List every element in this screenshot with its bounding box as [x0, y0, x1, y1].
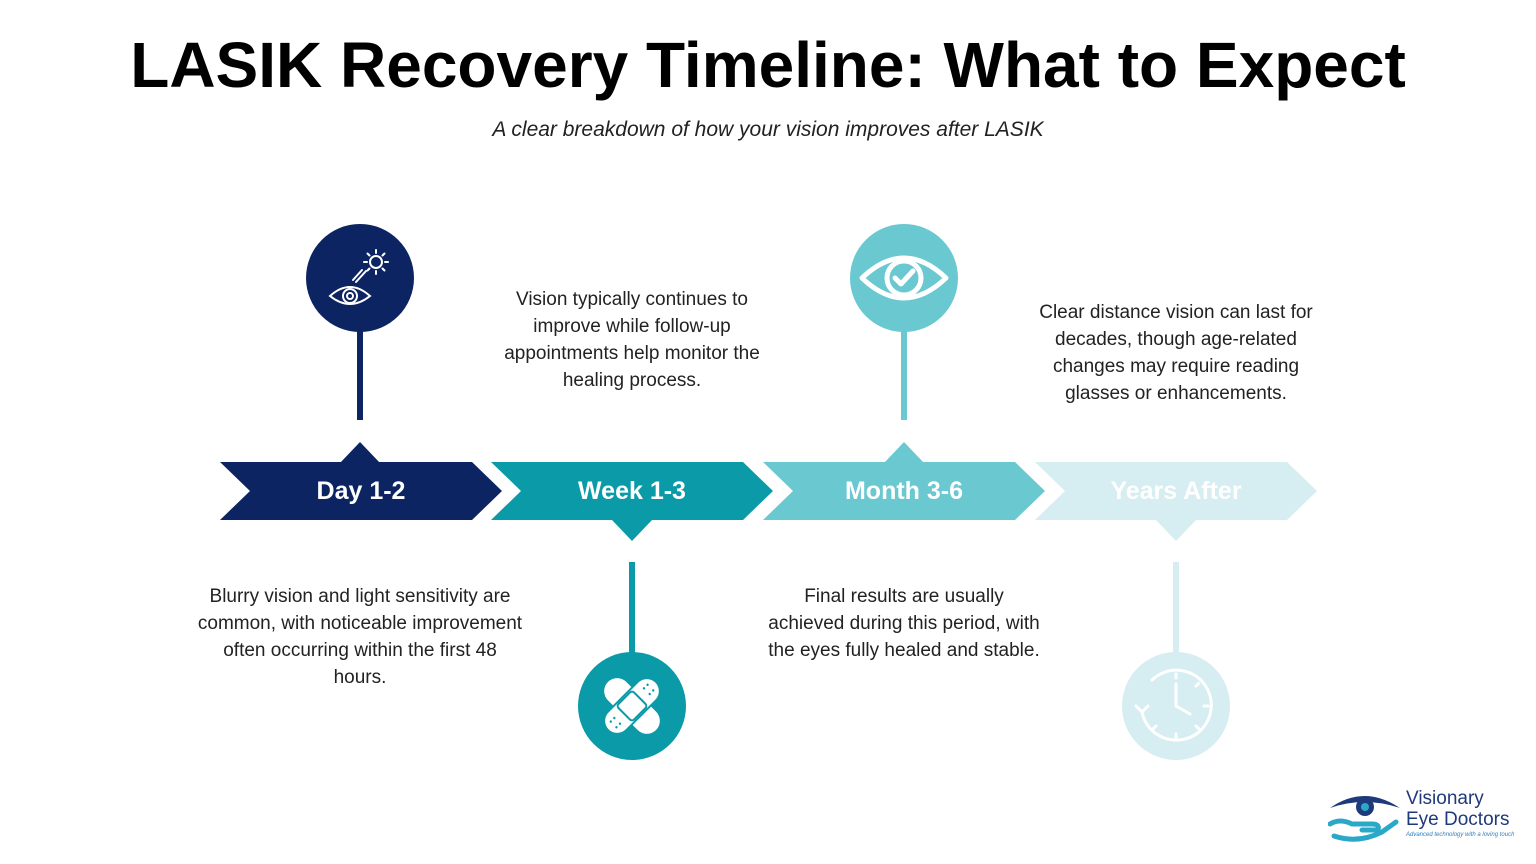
month-3-6-notch	[884, 442, 924, 463]
month-3-6-arrow: Month 3-6	[763, 462, 1045, 520]
eye-light-sensitivity-icon	[328, 249, 389, 305]
brand-logo: Visionary Eye Doctors Advanced technolog…	[1328, 786, 1528, 846]
clock-icon	[1134, 668, 1213, 742]
week-1-3-label: Week 1-3	[578, 477, 686, 505]
eye-check-icon	[859, 255, 949, 301]
brand-name: Visionary Eye Doctors	[1406, 788, 1509, 830]
day-1-2-icon-circle	[306, 224, 414, 332]
brand-name-line2: Eye Doctors	[1406, 809, 1510, 830]
week-1-3-description: Vision typically continues to improve wh…	[504, 289, 760, 391]
page-subtitle: A clear breakdown of how your vision imp…	[492, 118, 1044, 141]
years-after-stem	[1173, 562, 1179, 654]
week-1-3-arrow: Week 1-3	[491, 462, 773, 520]
eye-hand-logo-icon	[1328, 796, 1400, 842]
month-3-6-label: Month 3-6	[844, 477, 964, 505]
day-1-2-label: Day 1-2	[316, 477, 406, 505]
years-after-description: Clear distance vision can last for decad…	[1039, 302, 1313, 404]
month-3-6-stem	[901, 330, 907, 420]
years-after-label: Years After	[1110, 477, 1242, 505]
day-1-2-description: Blurry vision and light sensitivity are …	[197, 586, 523, 688]
brand-name-line1: Visionary	[1406, 788, 1484, 809]
month-3-6-icon-circle	[850, 224, 958, 332]
brand-tagline: Advanced technology with a loving touch	[1406, 832, 1515, 838]
page-title: LASIK Recovery Timeline: What to Expect	[130, 29, 1406, 101]
years-after-notch	[1156, 520, 1196, 541]
week-1-3-icon-circle	[578, 652, 686, 760]
years-after-arrow: Years After	[1035, 462, 1317, 520]
week-1-3-notch	[612, 520, 652, 541]
day-1-2-arrow: Day 1-2	[220, 462, 502, 520]
day-1-2-stem	[357, 330, 363, 420]
years-after-icon-circle	[1122, 652, 1230, 760]
day-1-2-notch	[340, 442, 380, 463]
bandage-icon	[603, 677, 661, 735]
month-3-6-description: Final results are usually achieved durin…	[768, 586, 1040, 661]
week-1-3-stem	[629, 562, 635, 654]
